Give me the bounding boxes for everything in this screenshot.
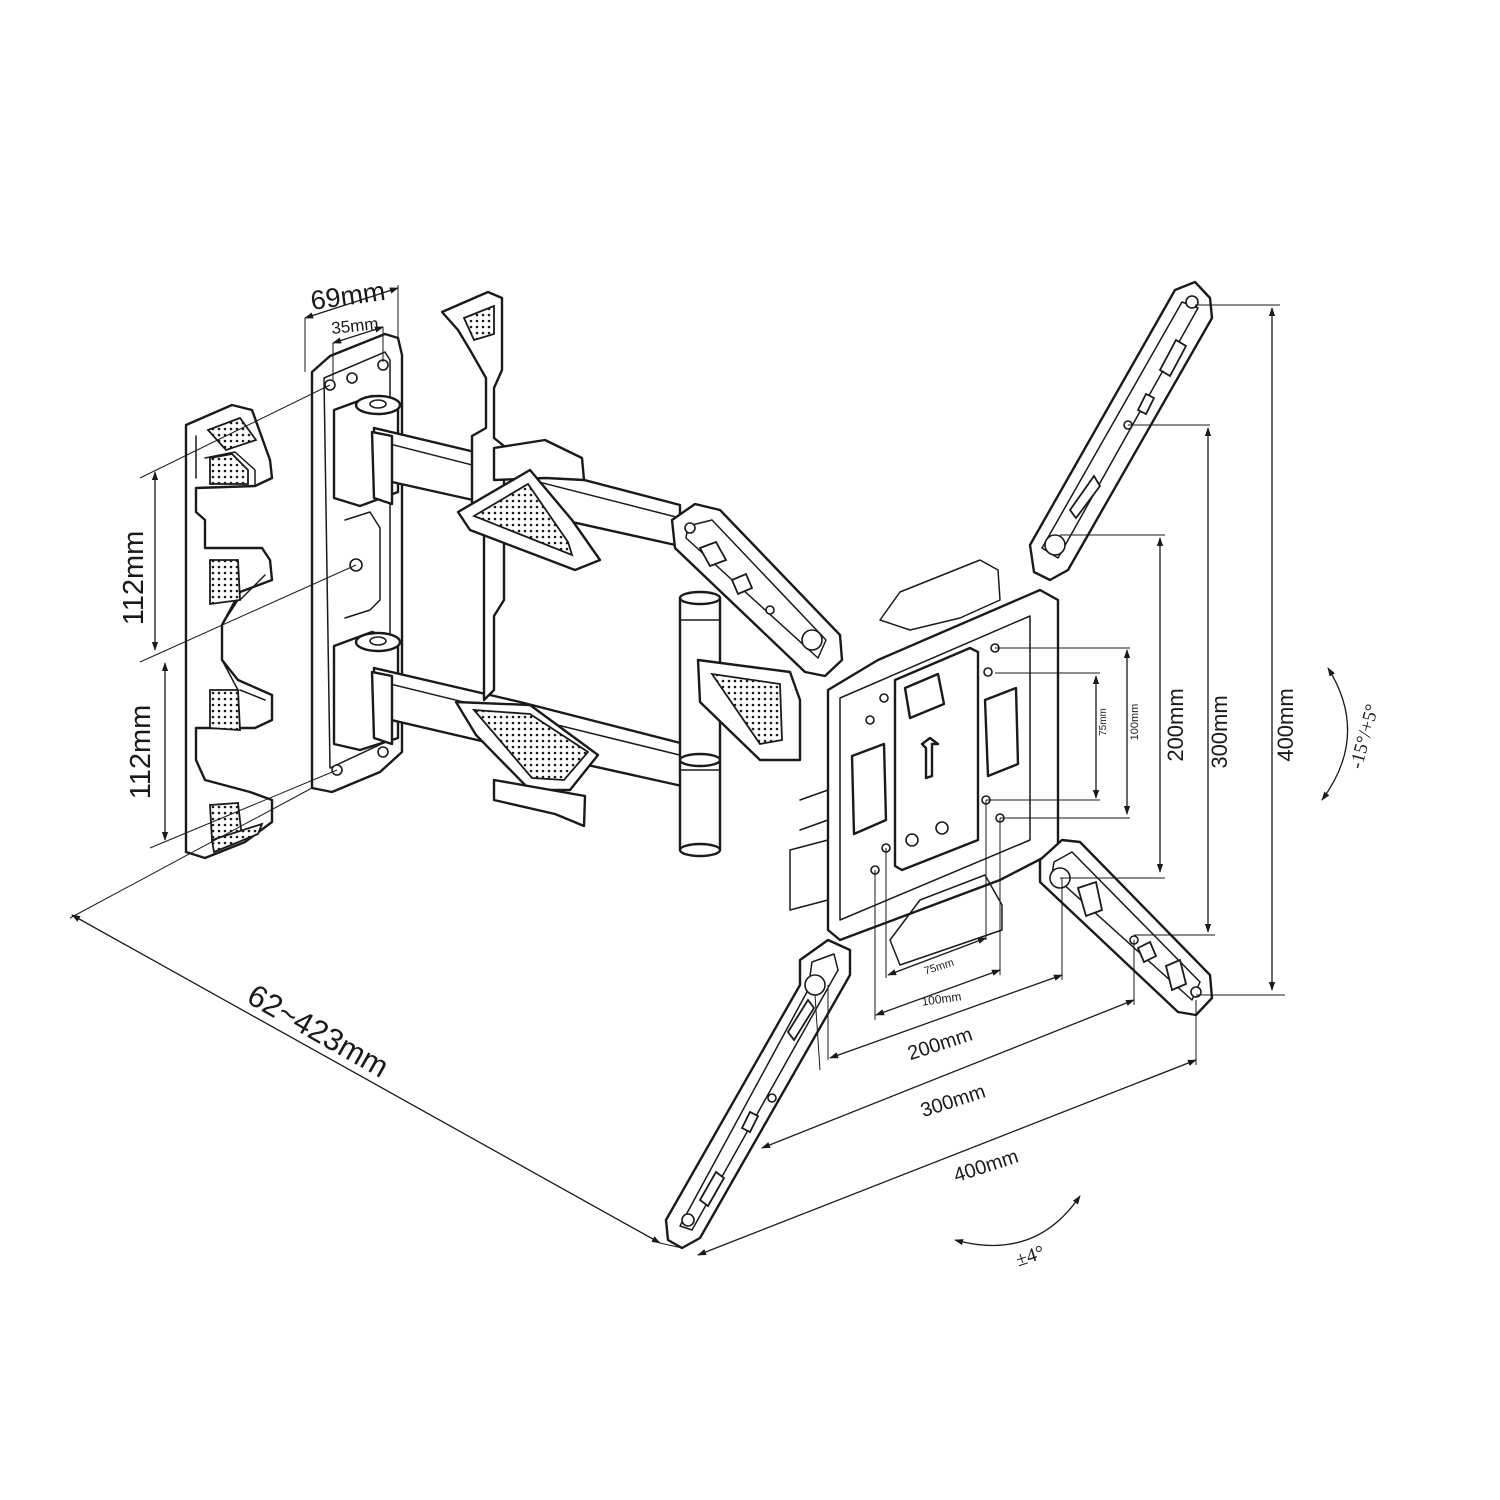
label-plate-lower-spacing: 112mm bbox=[125, 705, 157, 800]
dim-plate-vertical bbox=[139, 384, 357, 849]
label-extension: 62~423mm bbox=[242, 977, 395, 1084]
vesa-arm-bottom-left bbox=[664, 938, 852, 1250]
dim-extension bbox=[69, 787, 683, 1249]
label-plate-hole-spacing: 35mm bbox=[330, 314, 379, 338]
label-v-400: 400mm bbox=[1273, 688, 1298, 761]
dim-plate-width bbox=[304, 285, 399, 380]
label-plate-upper-spacing: 112mm bbox=[118, 531, 150, 626]
vesa-arm-bottom-right bbox=[1038, 838, 1214, 1017]
label-v-300: 300mm bbox=[1207, 695, 1232, 768]
label-h-200: 200mm bbox=[905, 1024, 975, 1066]
lower-brace bbox=[454, 700, 600, 828]
label-v-75: 75mm bbox=[1098, 708, 1109, 736]
label-v-100: 100mm bbox=[1129, 704, 1141, 741]
pivot-column bbox=[678, 590, 722, 858]
upper-brace bbox=[456, 438, 602, 572]
label-v-200: 200mm bbox=[1163, 688, 1188, 761]
vesa-arm-top-right bbox=[1028, 280, 1214, 582]
tilt-arc bbox=[1321, 667, 1349, 801]
vesa-arm-top-left bbox=[670, 502, 844, 678]
dim-vertical-vesa bbox=[986, 304, 1285, 996]
label-h-300: 300mm bbox=[918, 1081, 988, 1123]
vesa-plate bbox=[789, 559, 1060, 966]
label-h-100: 100mm bbox=[921, 989, 963, 1008]
label-rotation: ±4° bbox=[1013, 1241, 1047, 1271]
rear-arm bbox=[440, 290, 506, 702]
label-tilt: -15°/+5° bbox=[1346, 702, 1383, 771]
label-plate-width: 69mm bbox=[309, 276, 387, 316]
dim-horizontal-vesa bbox=[697, 800, 1197, 1256]
wall-cover bbox=[184, 403, 274, 860]
rotation-arc bbox=[954, 1195, 1081, 1247]
